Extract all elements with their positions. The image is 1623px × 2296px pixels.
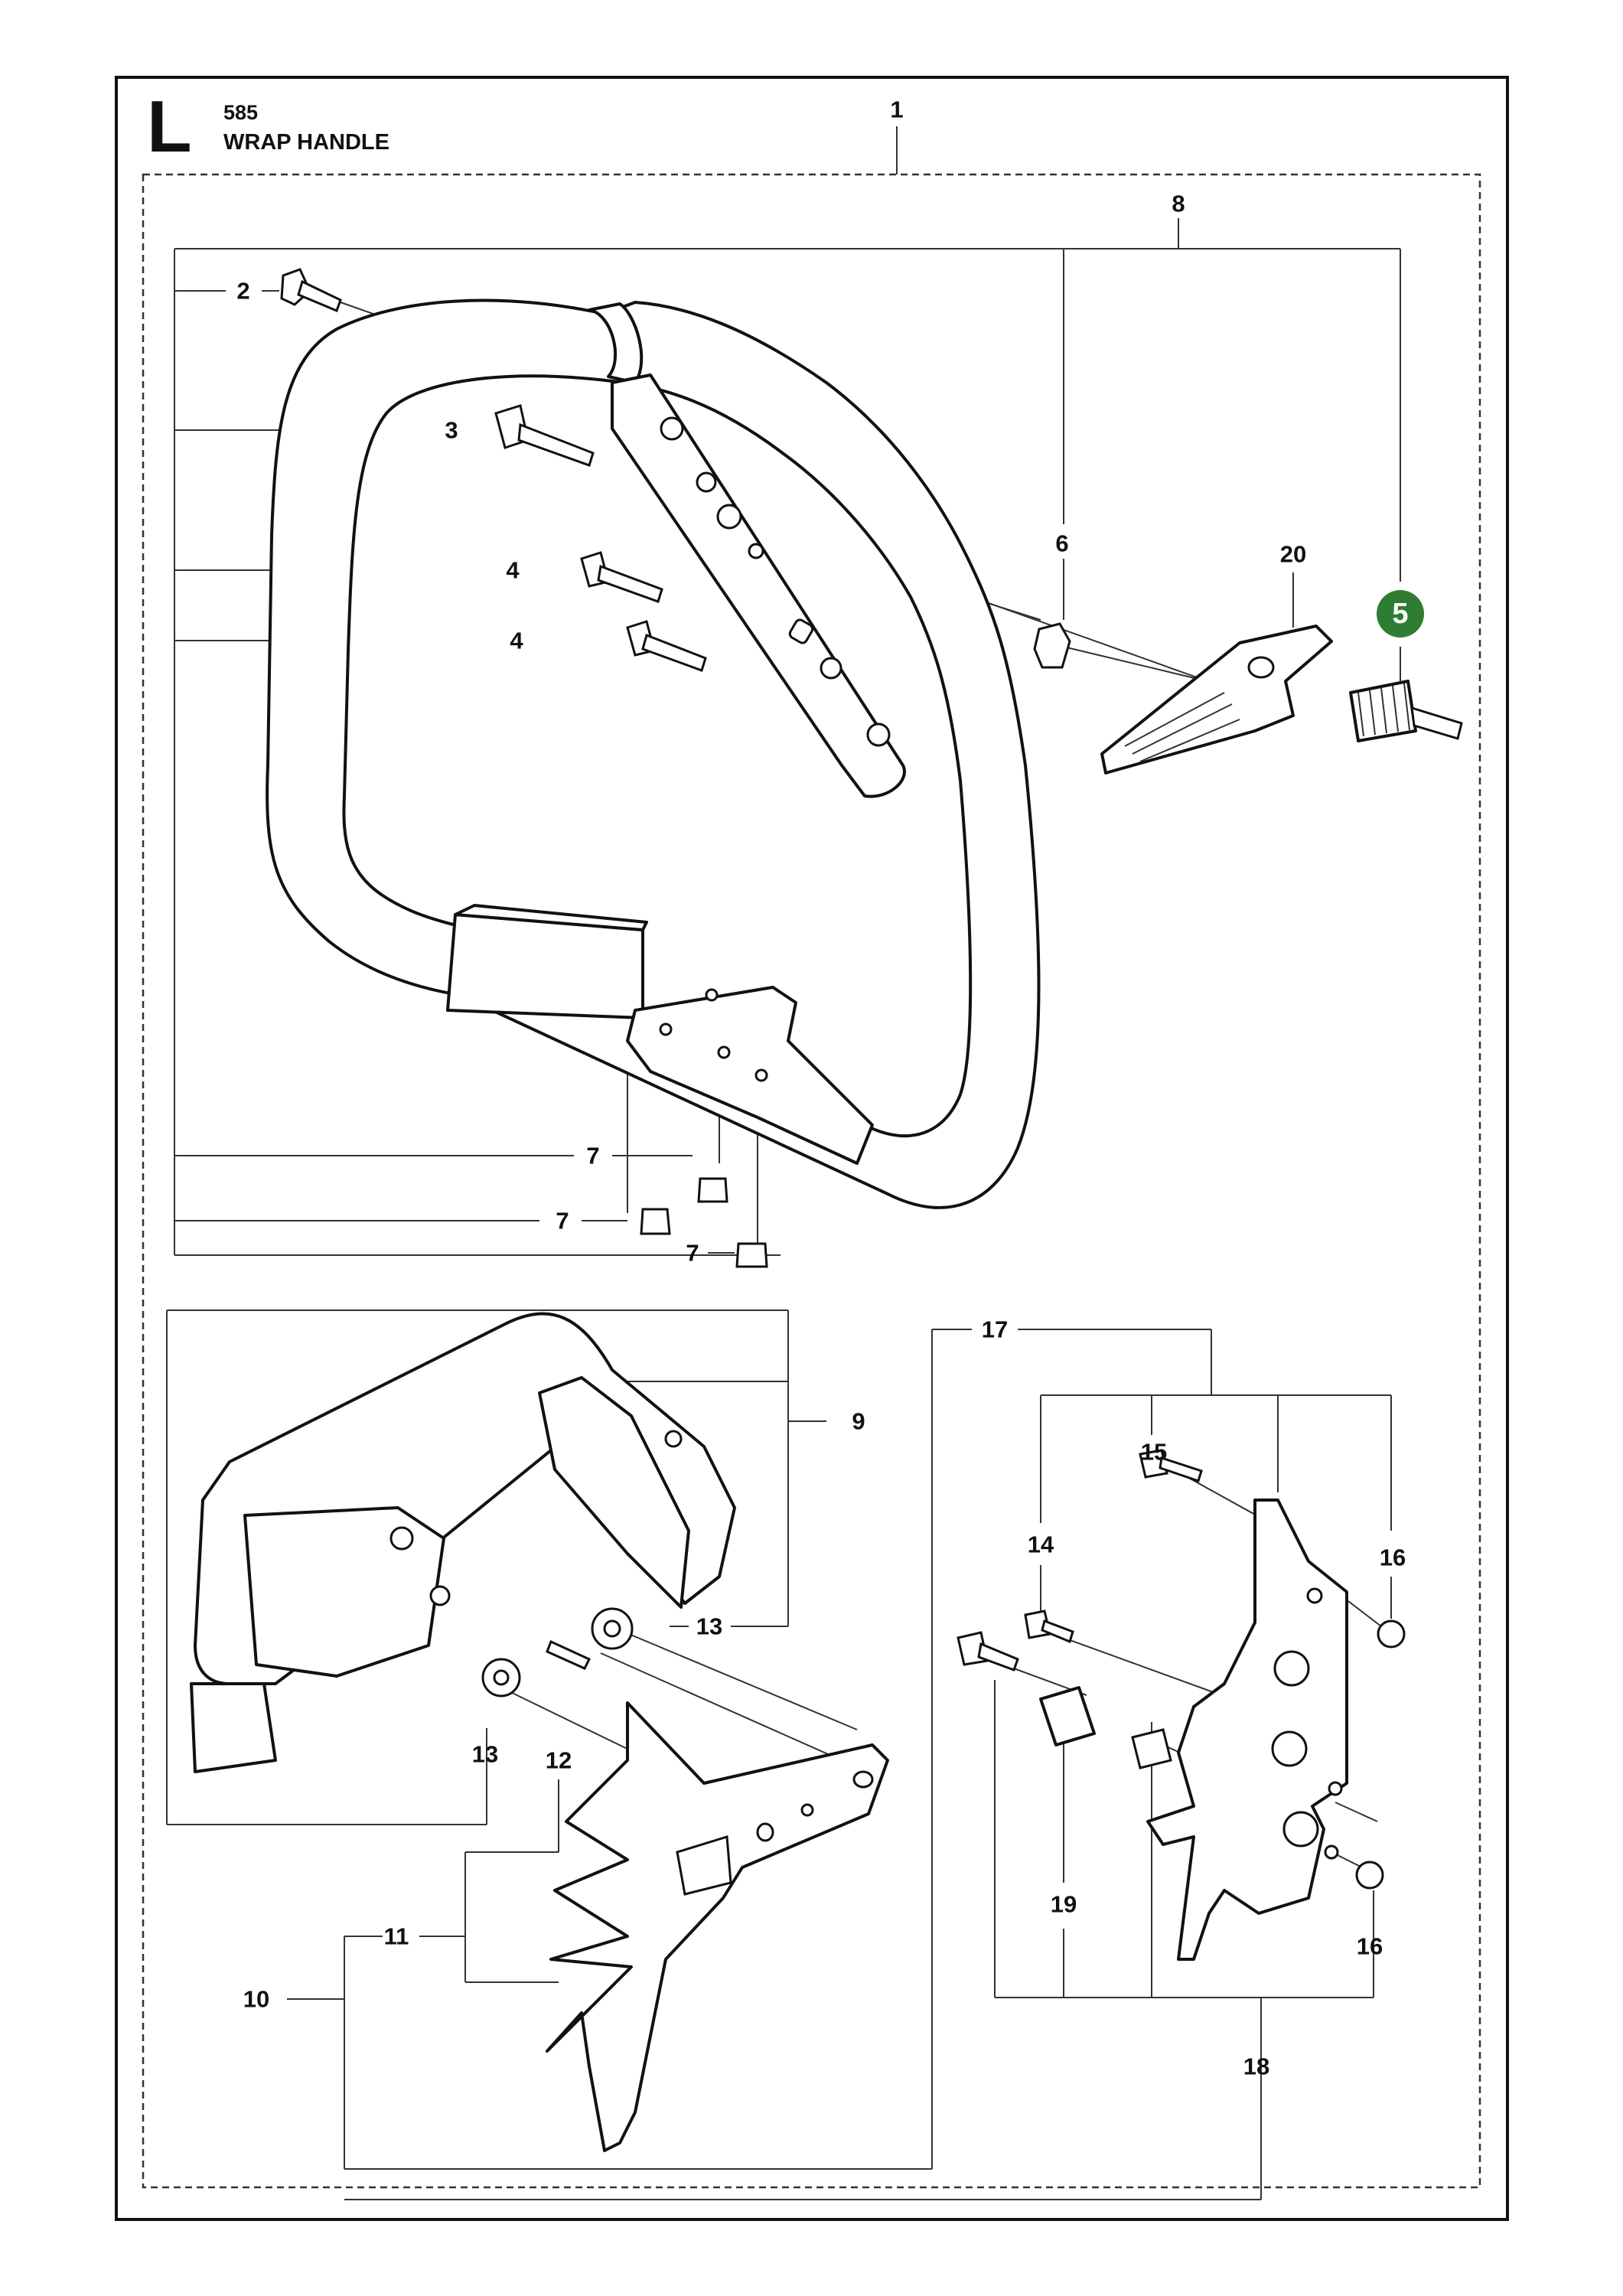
callout-12: 12 [545, 1746, 572, 1774]
callout-17: 17 [981, 1316, 1009, 1343]
section-title: WRAP HANDLE [223, 130, 389, 155]
callout-16: 16 [1356, 1932, 1383, 1960]
callout-18: 18 [1243, 2053, 1270, 2080]
callout-4: 4 [506, 556, 520, 584]
outer-frame [115, 76, 1509, 2221]
leader-lines [166, 126, 1401, 2200]
callout-10: 10 [243, 1985, 270, 2013]
callout-6: 6 [1055, 530, 1069, 557]
callout-11: 11 [383, 1923, 409, 1950]
callout-7: 7 [556, 1207, 569, 1234]
front-cover-assembly [190, 1312, 736, 1773]
callout-8: 8 [1172, 190, 1185, 217]
callout-20: 20 [1279, 540, 1307, 568]
section-code: 585 [223, 101, 259, 124]
bumper-spike-right [957, 1449, 1406, 1961]
bumper-spike-left [546, 1701, 889, 2152]
callout-14: 14 [1027, 1531, 1054, 1558]
wrap-handle-assembly [266, 268, 1463, 1268]
callout-16: 16 [1379, 1544, 1406, 1571]
callout-19: 19 [1050, 1890, 1077, 1918]
callout-2: 2 [236, 277, 250, 305]
callout-15: 15 [1140, 1438, 1168, 1466]
callout-7: 7 [586, 1142, 600, 1169]
callout-7: 7 [686, 1239, 699, 1267]
callout-13: 13 [696, 1613, 723, 1640]
callout-4: 4 [510, 627, 523, 654]
section-letter: L [147, 86, 192, 168]
callout-3: 3 [445, 416, 458, 444]
callout-5-highlight-badge: 5 [1377, 590, 1424, 638]
callout-9: 9 [852, 1407, 865, 1435]
assembly-dashed-frame [142, 173, 1481, 2189]
callout-1: 1 [890, 96, 904, 123]
callout-13: 13 [471, 1740, 499, 1768]
